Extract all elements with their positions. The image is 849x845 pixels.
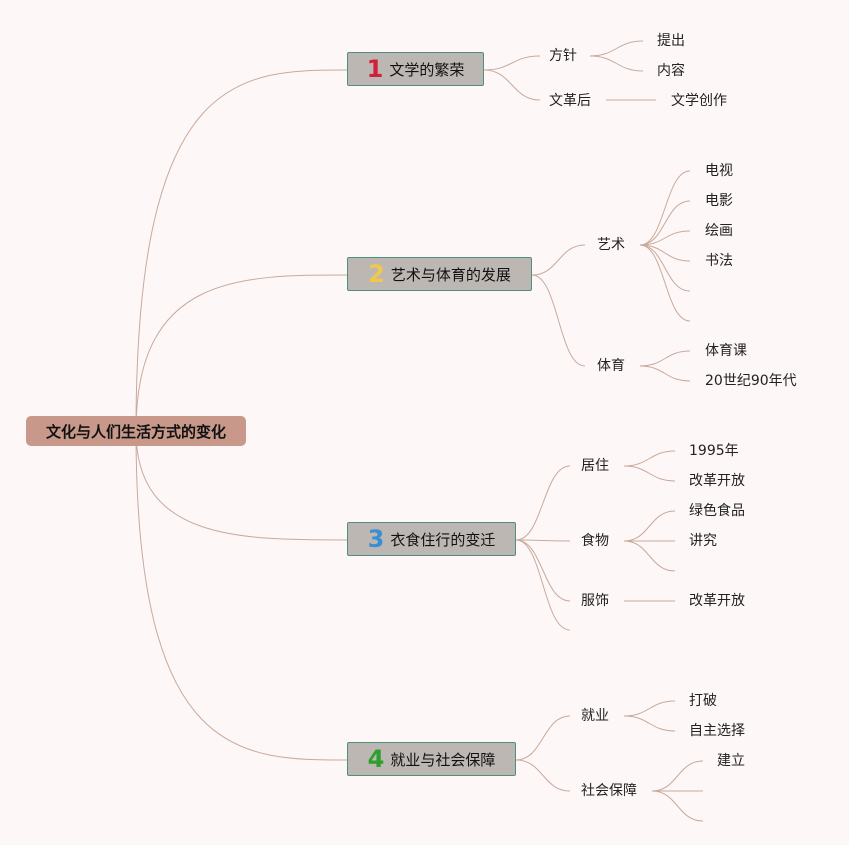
branch-label-1: 文学的繁荣 [389, 60, 465, 79]
branch-label-4: 就业与社会保障 [390, 750, 496, 769]
topic-jiuye[interactable]: 就业 [581, 708, 609, 724]
leaf-neirong[interactable]: 内容 [657, 63, 685, 79]
edge-root-2 [135, 430, 348, 541]
edge-11 [639, 170, 691, 246]
root-label: 文化与人们生活方式的变化 [45, 422, 226, 441]
leaf-20shiji90niandai[interactable]: 20世纪90年代 [705, 373, 797, 389]
edge-25 [623, 510, 676, 542]
edge-5 [483, 69, 541, 101]
edge-23 [623, 450, 676, 467]
edge-33 [651, 760, 704, 792]
branch-node-4[interactable]: 4 就业与社会保障 [347, 742, 516, 776]
branch-number-3: 3 [367, 525, 385, 553]
edge-19 [515, 465, 571, 541]
topic-shiwu[interactable]: 食物 [581, 533, 609, 549]
leaf-tiyuke[interactable]: 体育课 [705, 343, 747, 359]
edge-17 [639, 350, 691, 367]
leaf-gaigekaifang-2[interactable]: 改革开放 [689, 593, 745, 609]
topic-juzhu[interactable]: 居住 [581, 458, 609, 474]
edge-10 [531, 274, 586, 367]
edge-root-3 [135, 430, 348, 761]
topic-wengehou[interactable]: 文革后 [549, 93, 591, 109]
branch-node-2[interactable]: 2 艺术与体育的发展 [347, 257, 532, 291]
edge-16 [639, 244, 691, 322]
branch-number-1: 1 [366, 55, 384, 83]
edge-12 [639, 200, 691, 246]
topic-shehuibaozhang[interactable]: 社会保障 [581, 783, 637, 799]
leaf-wenxuechuangzuo[interactable]: 文学创作 [671, 93, 727, 109]
branch-node-3[interactable]: 3 衣食住行的变迁 [347, 522, 516, 556]
root-node[interactable]: 文化与人们生活方式的变化 [26, 416, 246, 446]
edge-21 [515, 539, 571, 602]
leaf-dapo[interactable]: 打破 [689, 693, 717, 709]
edge-root-0 [135, 69, 348, 432]
edge-30 [515, 759, 571, 792]
leaf-gaigekaifang-1[interactable]: 改革开放 [689, 473, 745, 489]
edge-24 [623, 465, 676, 482]
edge-7 [589, 55, 644, 72]
edge-22 [515, 539, 571, 631]
edge-29 [515, 715, 571, 761]
leaf-shufa[interactable]: 书法 [705, 253, 733, 269]
edge-27 [623, 540, 676, 572]
topic-tiyu[interactable]: 体育 [597, 358, 625, 374]
edge-35 [651, 790, 704, 822]
branch-label-3: 衣食住行的变迁 [390, 530, 496, 549]
edge-14 [639, 244, 691, 262]
edge-9 [531, 244, 586, 276]
leaf-1995nian[interactable]: 1995年 [689, 443, 739, 459]
leaf-dianying[interactable]: 电影 [705, 193, 733, 209]
topic-fushi[interactable]: 服饰 [581, 593, 609, 609]
edge-root-1 [135, 274, 348, 432]
leaf-jiangjiu[interactable]: 讲究 [689, 533, 717, 549]
branch-number-4: 4 [367, 745, 385, 773]
branch-node-1[interactable]: 1 文学的繁荣 [347, 52, 484, 86]
branch-label-2: 艺术与体育的发展 [390, 265, 511, 284]
topic-yishu[interactable]: 艺术 [597, 237, 625, 253]
edge-13 [639, 230, 691, 246]
edge-32 [623, 715, 676, 732]
topic-fangzhen[interactable]: 方针 [549, 48, 577, 64]
edge-6 [589, 40, 644, 57]
edge-4 [483, 55, 541, 71]
leaf-huihua[interactable]: 绘画 [705, 223, 733, 239]
leaf-dianshi[interactable]: 电视 [705, 163, 733, 179]
leaf-tichu[interactable]: 提出 [657, 33, 685, 49]
edge-20 [515, 539, 571, 542]
leaf-lvseshipin[interactable]: 绿色食品 [689, 503, 745, 519]
leaf-jianli[interactable]: 建立 [717, 753, 745, 769]
branch-number-2: 2 [368, 260, 385, 288]
edge-18 [639, 365, 691, 382]
leaf-zizhuxuanze[interactable]: 自主选择 [689, 723, 745, 739]
edge-31 [623, 700, 676, 717]
edge-15 [639, 244, 691, 292]
